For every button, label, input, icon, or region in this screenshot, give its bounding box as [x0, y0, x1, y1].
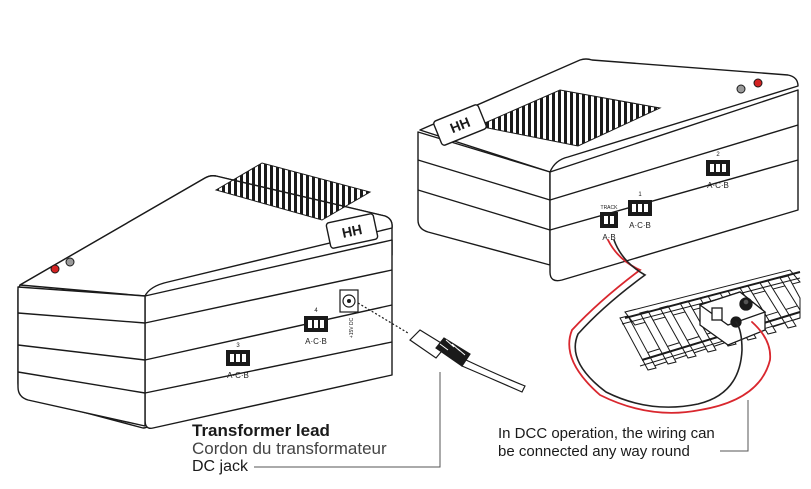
left-led-grey [65, 257, 75, 267]
left-connector-4-number: 4 [314, 308, 318, 314]
right-box-logo: HH [433, 104, 487, 146]
left-connector-3-number: 3 [236, 343, 240, 349]
red-wire [568, 239, 772, 414]
dcc-leader [720, 400, 749, 452]
dcc-note-line2: be connected any way round [498, 443, 690, 460]
track-feeder-connector [698, 291, 767, 346]
right-box-front [549, 89, 799, 282]
right-connector-1-pins: A·C·B [629, 221, 651, 230]
right-box-vent-grille [476, 89, 662, 147]
transformer-lead-label: Transformer lead [192, 421, 330, 440]
right-connector-track-label: TRACK [601, 205, 619, 211]
left-decoder-box [17, 175, 393, 430]
right-led-red [753, 78, 763, 88]
left-led-red [50, 264, 60, 274]
right-connector-track [600, 212, 618, 228]
leader-lines [254, 372, 749, 468]
svg-text:HH: HH [340, 221, 363, 241]
right-connector-1-number: 1 [638, 192, 642, 198]
left-box-logo: HH [325, 213, 379, 249]
dcc-note-line1: In DCC operation, the wiring can [498, 425, 715, 442]
right-connector-2-pins: A·C·B [707, 181, 729, 190]
svg-text:HH: HH [448, 114, 473, 136]
right-connector-2 [706, 160, 730, 176]
dc-jack-socket-label: +15V DC [349, 317, 355, 338]
right-connector-1 [628, 200, 652, 216]
left-box-vent-grille [214, 162, 372, 221]
cordon-label: Cordon du transformateur [192, 439, 387, 458]
dc-jack-socket [339, 289, 359, 313]
right-box-side [417, 131, 551, 266]
track-wires [568, 239, 772, 414]
right-connector-2-number: 2 [716, 152, 720, 158]
dc-jack-label: DC jack [192, 458, 249, 475]
dc-jack-plug [357, 302, 526, 393]
left-connector-4-pins: A·C·B [305, 337, 327, 346]
dc-jack-leader [254, 372, 441, 468]
left-connector-4 [304, 316, 328, 332]
left-box-side [17, 286, 146, 427]
left-connector-3-pins: A·C·B [227, 371, 249, 380]
right-led-grey [736, 84, 746, 94]
right-connector-track-pins: A·B [602, 233, 615, 242]
black-wire [574, 239, 743, 408]
left-connector-3 [226, 350, 250, 366]
